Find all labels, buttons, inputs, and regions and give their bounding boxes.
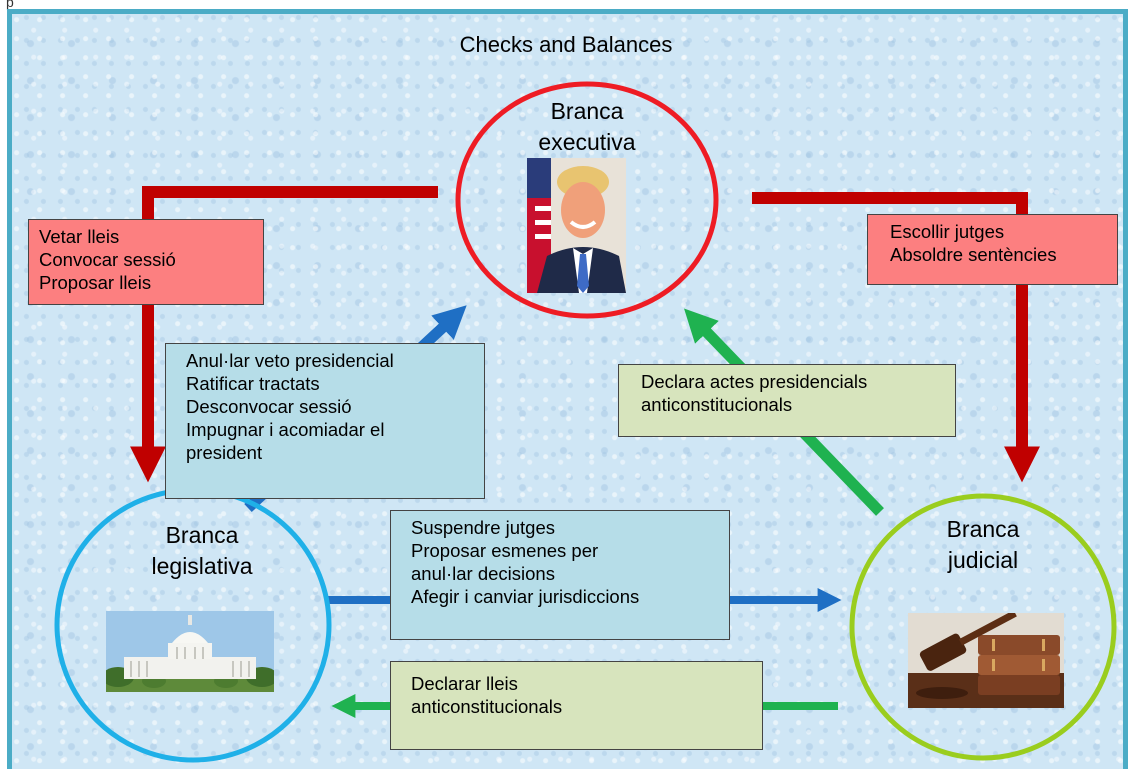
executive-circle — [455, 81, 719, 319]
gavel-image — [908, 613, 1064, 708]
judicial-circle — [849, 493, 1117, 761]
diagram-title: Checks and Balances — [459, 32, 673, 57]
box-exec-to-jud-line-2: Absoldre sentències — [890, 244, 1057, 265]
president-portrait — [527, 158, 626, 293]
box-exec-to-leg-line-1: Vetar lleis — [39, 226, 120, 247]
executive-label-line2: executiva — [538, 129, 636, 155]
capitol-image — [106, 611, 274, 692]
judicial-label-line2: judicial — [947, 547, 1019, 573]
box-leg-to-jud-line-3: anul·lar decisions — [411, 563, 555, 584]
box-exec-to-jud: Escollir jutges Absoldre sentències — [867, 214, 1118, 285]
box-exec-to-leg-line-3: Proposar lleis — [39, 272, 152, 293]
arrow-exec-to-leg — [130, 186, 438, 483]
judicial-label-line1: Branca — [946, 516, 1020, 542]
box-jud-to-leg: Declarar lleis anticonstitucionals — [390, 661, 763, 750]
box-leg-to-exec-line-4: Impugnar i acomiadar el — [186, 419, 385, 440]
box-leg-to-exec-line-2: Ratificar tractats — [186, 373, 320, 394]
header-text: p — [6, 0, 14, 10]
box-jud-to-exec-line-1: Declara actes presidencials — [641, 371, 868, 392]
box-leg-to-exec: Anul·lar veto presidencial Ratificar tra… — [165, 343, 485, 499]
legislative-label-line1: Branca — [165, 522, 239, 548]
box-jud-to-exec-line-2: anticonstitucionals — [641, 394, 793, 415]
legislative-label-line2: legislativa — [151, 553, 253, 579]
executive-label-line1: Branca — [550, 98, 624, 124]
box-leg-to-exec-line-3: Desconvocar sessió — [186, 396, 352, 417]
box-jud-to-exec: Declara actes presidencials anticonstitu… — [618, 364, 956, 437]
box-exec-to-leg: Vetar lleis Convocar sessió Proposar lle… — [28, 219, 264, 305]
box-jud-to-leg-line-2: anticonstitucionals — [411, 696, 563, 717]
judicial-label: Branca judicial — [913, 514, 1053, 576]
box-leg-to-exec-line-1: Anul·lar veto presidencial — [186, 350, 394, 371]
box-leg-to-jud-line-1: Suspendre jutges — [411, 517, 555, 538]
box-leg-to-jud-line-2: Proposar esmenes per — [411, 540, 599, 561]
box-leg-to-exec-line-5: president — [186, 442, 263, 463]
box-exec-to-leg-line-2: Convocar sessió — [39, 249, 176, 270]
box-jud-to-leg-line-1: Declarar lleis — [411, 673, 518, 694]
box-leg-to-jud-line-4: Afegir i canviar jurisdiccions — [411, 586, 640, 607]
box-leg-to-jud: Suspendre jutges Proposar esmenes per an… — [390, 510, 730, 640]
box-exec-to-jud-line-1: Escollir jutges — [890, 221, 1005, 242]
arrow-exec-to-jud — [752, 192, 1040, 483]
legislative-label: Branca legislativa — [122, 520, 282, 582]
executive-label: Branca executiva — [517, 96, 657, 158]
